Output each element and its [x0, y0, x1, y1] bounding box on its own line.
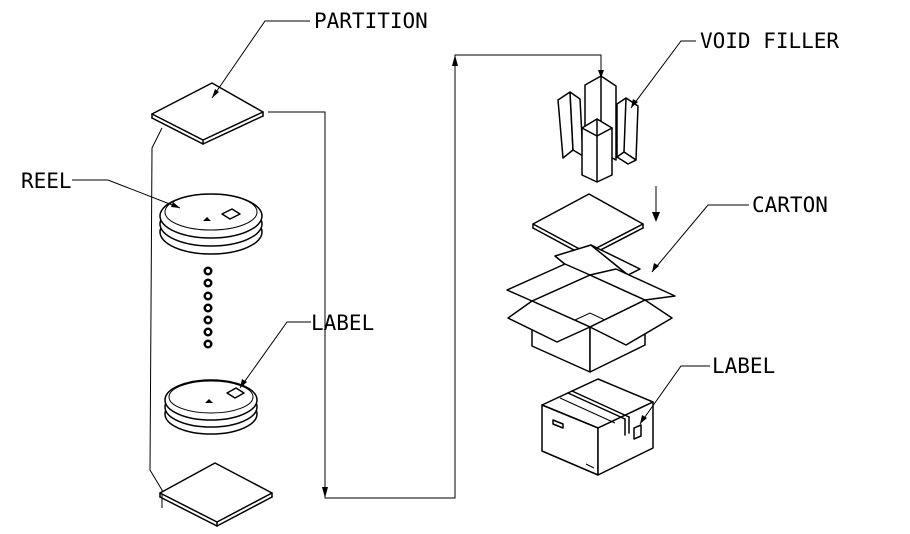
reel-bottom	[164, 379, 258, 435]
void-filler-callout: VOID FILLER	[630, 29, 839, 109]
reel-callout: REEL	[21, 169, 181, 209]
closed-carton	[541, 378, 654, 476]
continuation-dots	[203, 266, 213, 349]
reel-label-text: LABEL	[311, 311, 374, 335]
reel-label-patch	[221, 208, 241, 220]
carton-label: CARTON	[752, 193, 828, 217]
insert-arrow	[652, 186, 660, 222]
void-filler-label: VOID FILLER	[700, 29, 839, 53]
reel-label-patch-bottom	[226, 387, 245, 399]
carton-label-callout: LABEL	[639, 354, 775, 425]
carton-callout: CARTON	[651, 193, 828, 273]
partition-label: PARTITION	[314, 9, 428, 33]
void-filler	[557, 75, 639, 183]
partition-callout: PARTITION	[211, 9, 428, 99]
open-carton	[506, 244, 676, 373]
partition-sheet-top	[151, 82, 264, 145]
carton-shipping-label	[633, 424, 642, 440]
reel-label: REEL	[21, 169, 72, 193]
carton-label-text: LABEL	[712, 354, 775, 378]
stack-guide-line	[149, 127, 163, 508]
flow-connector	[268, 54, 604, 499]
partition-sheet-bottom	[159, 462, 273, 527]
reel-top	[159, 193, 263, 255]
reel-label-callout: LABEL	[239, 311, 374, 389]
